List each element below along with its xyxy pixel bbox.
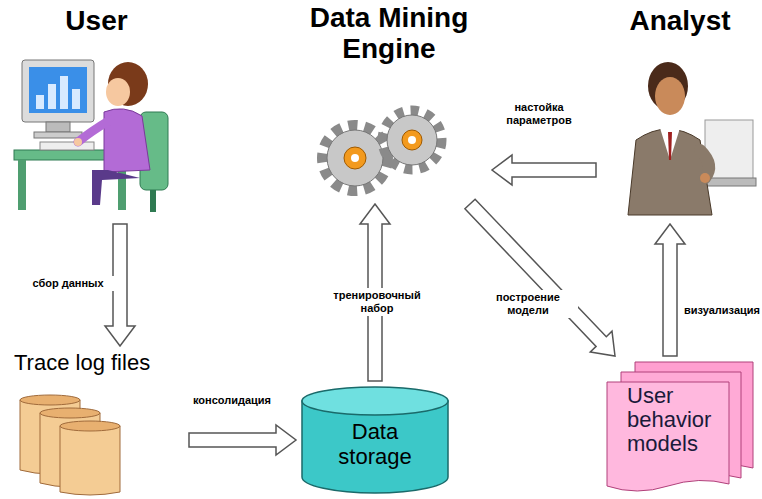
models-node: User behavior models <box>605 360 755 495</box>
analyst-illustration <box>628 62 756 215</box>
edge-label: построение модели <box>478 290 578 318</box>
edge-label: сбор данных <box>22 276 114 291</box>
gears-illustration <box>323 111 441 190</box>
node-title: Data Mining Engine <box>290 2 488 64</box>
analyst-node: Analyst <box>600 5 760 220</box>
node-title: User behavior models <box>627 384 739 456</box>
node-title: Analyst <box>600 5 760 36</box>
user-illustration <box>14 60 168 212</box>
node-title: Trace log files <box>10 350 185 376</box>
node-title: User <box>5 5 188 36</box>
edge-label: консолидация <box>180 393 284 408</box>
engine-node: Data Mining Engine <box>290 2 488 200</box>
block-arrow <box>655 224 685 356</box>
block-arrow <box>465 199 615 356</box>
block-arrow <box>189 425 296 455</box>
log-files-node: Trace log files <box>10 350 185 495</box>
log-files-illustration <box>20 395 120 495</box>
data-storage-node: Data storage <box>300 385 450 495</box>
edge-label: тренировочный набор <box>318 288 436 316</box>
user-node: User <box>5 5 188 220</box>
node-title: Data storage <box>325 419 425 469</box>
edge-label: визуализация <box>682 303 760 318</box>
edge-label: настойка параметров <box>494 100 584 128</box>
block-arrow <box>492 155 596 185</box>
